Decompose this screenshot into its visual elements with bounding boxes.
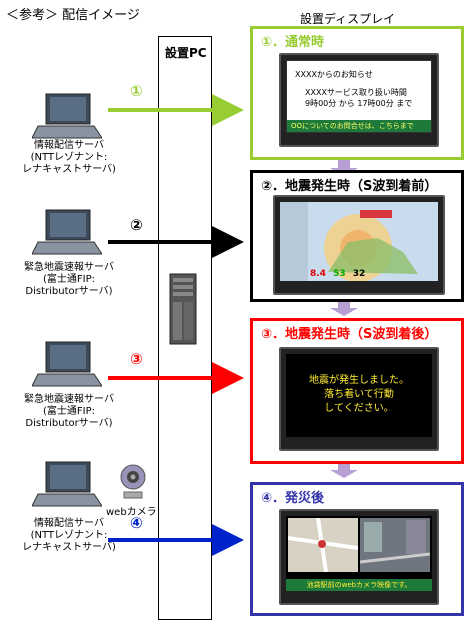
server-label-3: 緊急地震速報サーバ(富士通FIP:Distributorサーバ) xyxy=(24,394,114,429)
eq-values: 8.4 53 32 xyxy=(310,269,366,279)
arrow-3-number: ③ xyxy=(130,350,143,368)
tv-ticker: OOについてのお問合せは、こちらまで xyxy=(287,120,431,132)
tv-screen: 地震が発生しました。 落ち着いて行動 してください。 xyxy=(286,354,432,437)
display-column-title: 設置ディスプレイ xyxy=(300,12,396,26)
display-box-post-s-wave: ③．地震発生時（S波到着後） 地震が発生しました。 落ち着いて行動 してください… xyxy=(250,318,464,464)
server-label-2: 緊急地震速報サーバ(富士通FIP:Distributorサーバ) xyxy=(24,262,114,297)
connector-2 xyxy=(330,300,358,316)
server-label-1: 情報配信サーバ(NTTレゾナント:レナキャストサーバ) xyxy=(22,140,116,175)
tv-screen: XXXXからのお知らせ XXXXサービス取り扱い時間 9時00分 から 17時0… xyxy=(286,60,432,133)
arrow-2-number: ② xyxy=(130,216,143,234)
display-box-post-disaster: ④．発災後 池袋駅前のwebカメラ映像です。 xyxy=(250,482,464,616)
webcam-label: webカメラ xyxy=(106,507,157,518)
display-title-post-s-wave: ③．地震発生時（S波到着後） xyxy=(261,327,438,342)
display-title-post-disaster: ④．発災後 xyxy=(261,491,325,506)
pc-label: 設置PC xyxy=(165,46,207,60)
laptop-icon xyxy=(31,460,103,508)
side-panel xyxy=(280,202,308,281)
display-box-pre-s-wave: ②．地震発生時（S波到着前） 8.4 53 32 xyxy=(250,170,464,302)
tv-screen: 8.4 53 32 xyxy=(280,202,438,281)
pc-tower-icon xyxy=(168,272,198,346)
tv-ticker: 池袋駅前のwebカメラ映像です。 xyxy=(286,579,432,591)
display-title-normal: ①．通常時 xyxy=(261,35,325,50)
laptop-icon xyxy=(31,208,103,256)
tv-monitor: 地震が発生しました。 落ち着いて行動 してください。 xyxy=(279,347,439,451)
webcam-view xyxy=(359,518,431,572)
tv-monitor: 池袋駅前のwebカメラ映像です。 xyxy=(279,509,439,605)
map-view xyxy=(287,517,359,573)
webcam-icon xyxy=(116,462,150,502)
arrow-4-number: ④ xyxy=(130,514,143,532)
laptop-icon xyxy=(31,92,103,140)
display-box-normal: ①．通常時 XXXXからのお知らせ XXXXサービス取り扱い時間 9時00分 か… xyxy=(250,26,464,160)
tv-screen: 池袋駅前のwebカメラ映像です。 xyxy=(286,516,432,591)
page-title: ＜参考＞ 配信イメージ xyxy=(6,8,140,23)
tv-monitor: 8.4 53 32 xyxy=(273,195,445,295)
arrow-1-number: ① xyxy=(130,82,143,100)
tv-monitor: XXXXからのお知らせ XXXXサービス取り扱い時間 9時00分 から 17時0… xyxy=(279,53,439,147)
connector-3 xyxy=(330,462,358,478)
server-label-4: 情報配信サーバ(NTTレゾナント:レナキャストサーバ) xyxy=(22,518,116,553)
display-title-pre-s-wave: ②．地震発生時（S波到着前） xyxy=(261,179,438,194)
earthquake-map xyxy=(308,202,438,281)
